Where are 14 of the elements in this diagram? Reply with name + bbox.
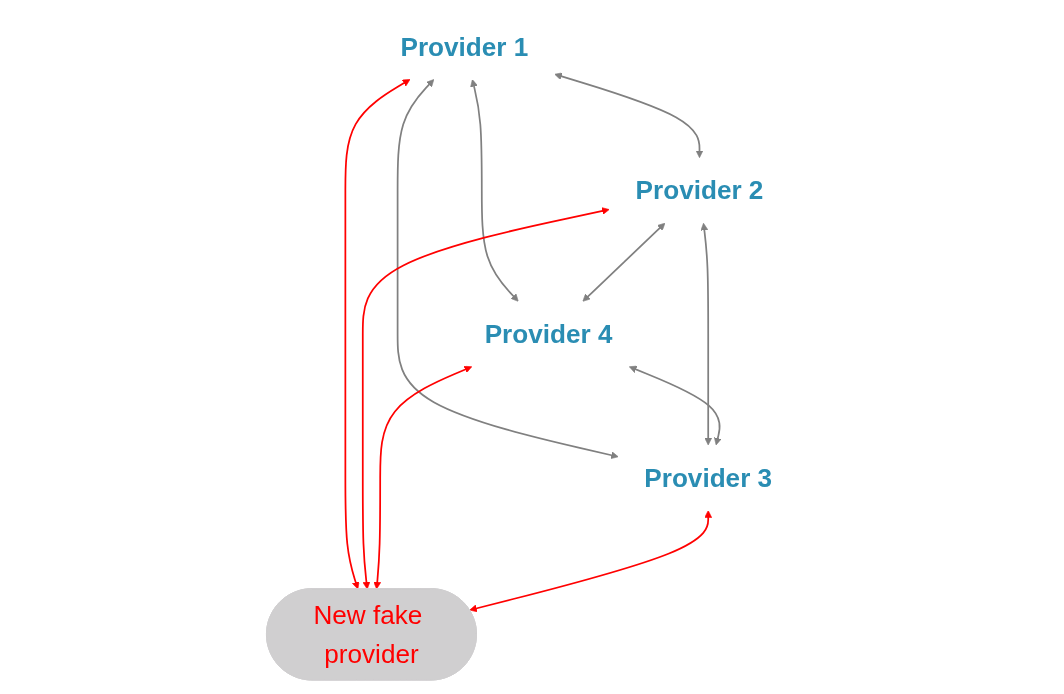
- node-text: Provider 4: [484, 319, 613, 349]
- arrow: [396, 79, 619, 459]
- arrow: [361, 207, 610, 590]
- arrow: [469, 79, 519, 302]
- node-text: Provider 3: [643, 463, 772, 492]
- arrow: [582, 222, 665, 302]
- arrow: [700, 222, 712, 446]
- node-text: Provider 1: [400, 32, 528, 61]
- arrow: [469, 510, 712, 613]
- node-text: Provider 2: [635, 175, 764, 205]
- arrow: [628, 365, 722, 446]
- arrow: [344, 79, 410, 590]
- arrow: [554, 72, 703, 158]
- arrow: [373, 365, 472, 590]
